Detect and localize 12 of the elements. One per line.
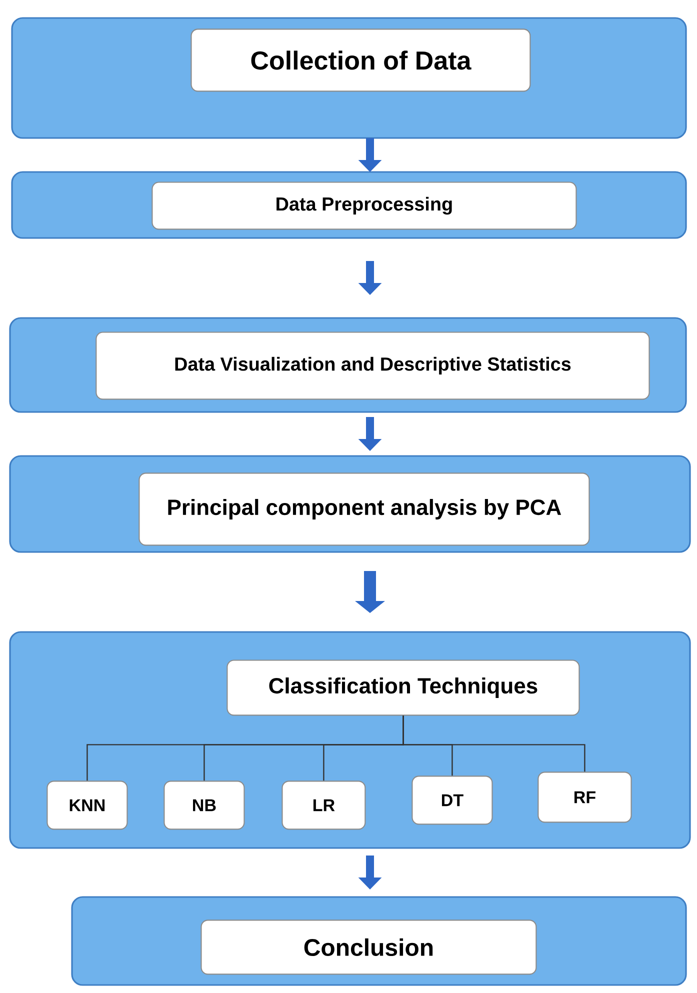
process-box: Data Visualization and Descriptive Statistics [96,332,650,400]
technique-box: NB [164,780,245,830]
technique-box: KNN [46,780,128,830]
process-box: Data Preprocessing [152,182,577,230]
process-box: Collection of Data [190,28,531,92]
technique-box: DT [412,776,493,825]
process-box: Conclusion [200,920,537,975]
process-box: Principal component analysis by PCA [138,472,590,546]
process-box: Classification Techniques [226,660,580,716]
technique-box: RF [538,772,632,823]
technique-box: LR [282,780,366,830]
connector-line [402,716,586,772]
